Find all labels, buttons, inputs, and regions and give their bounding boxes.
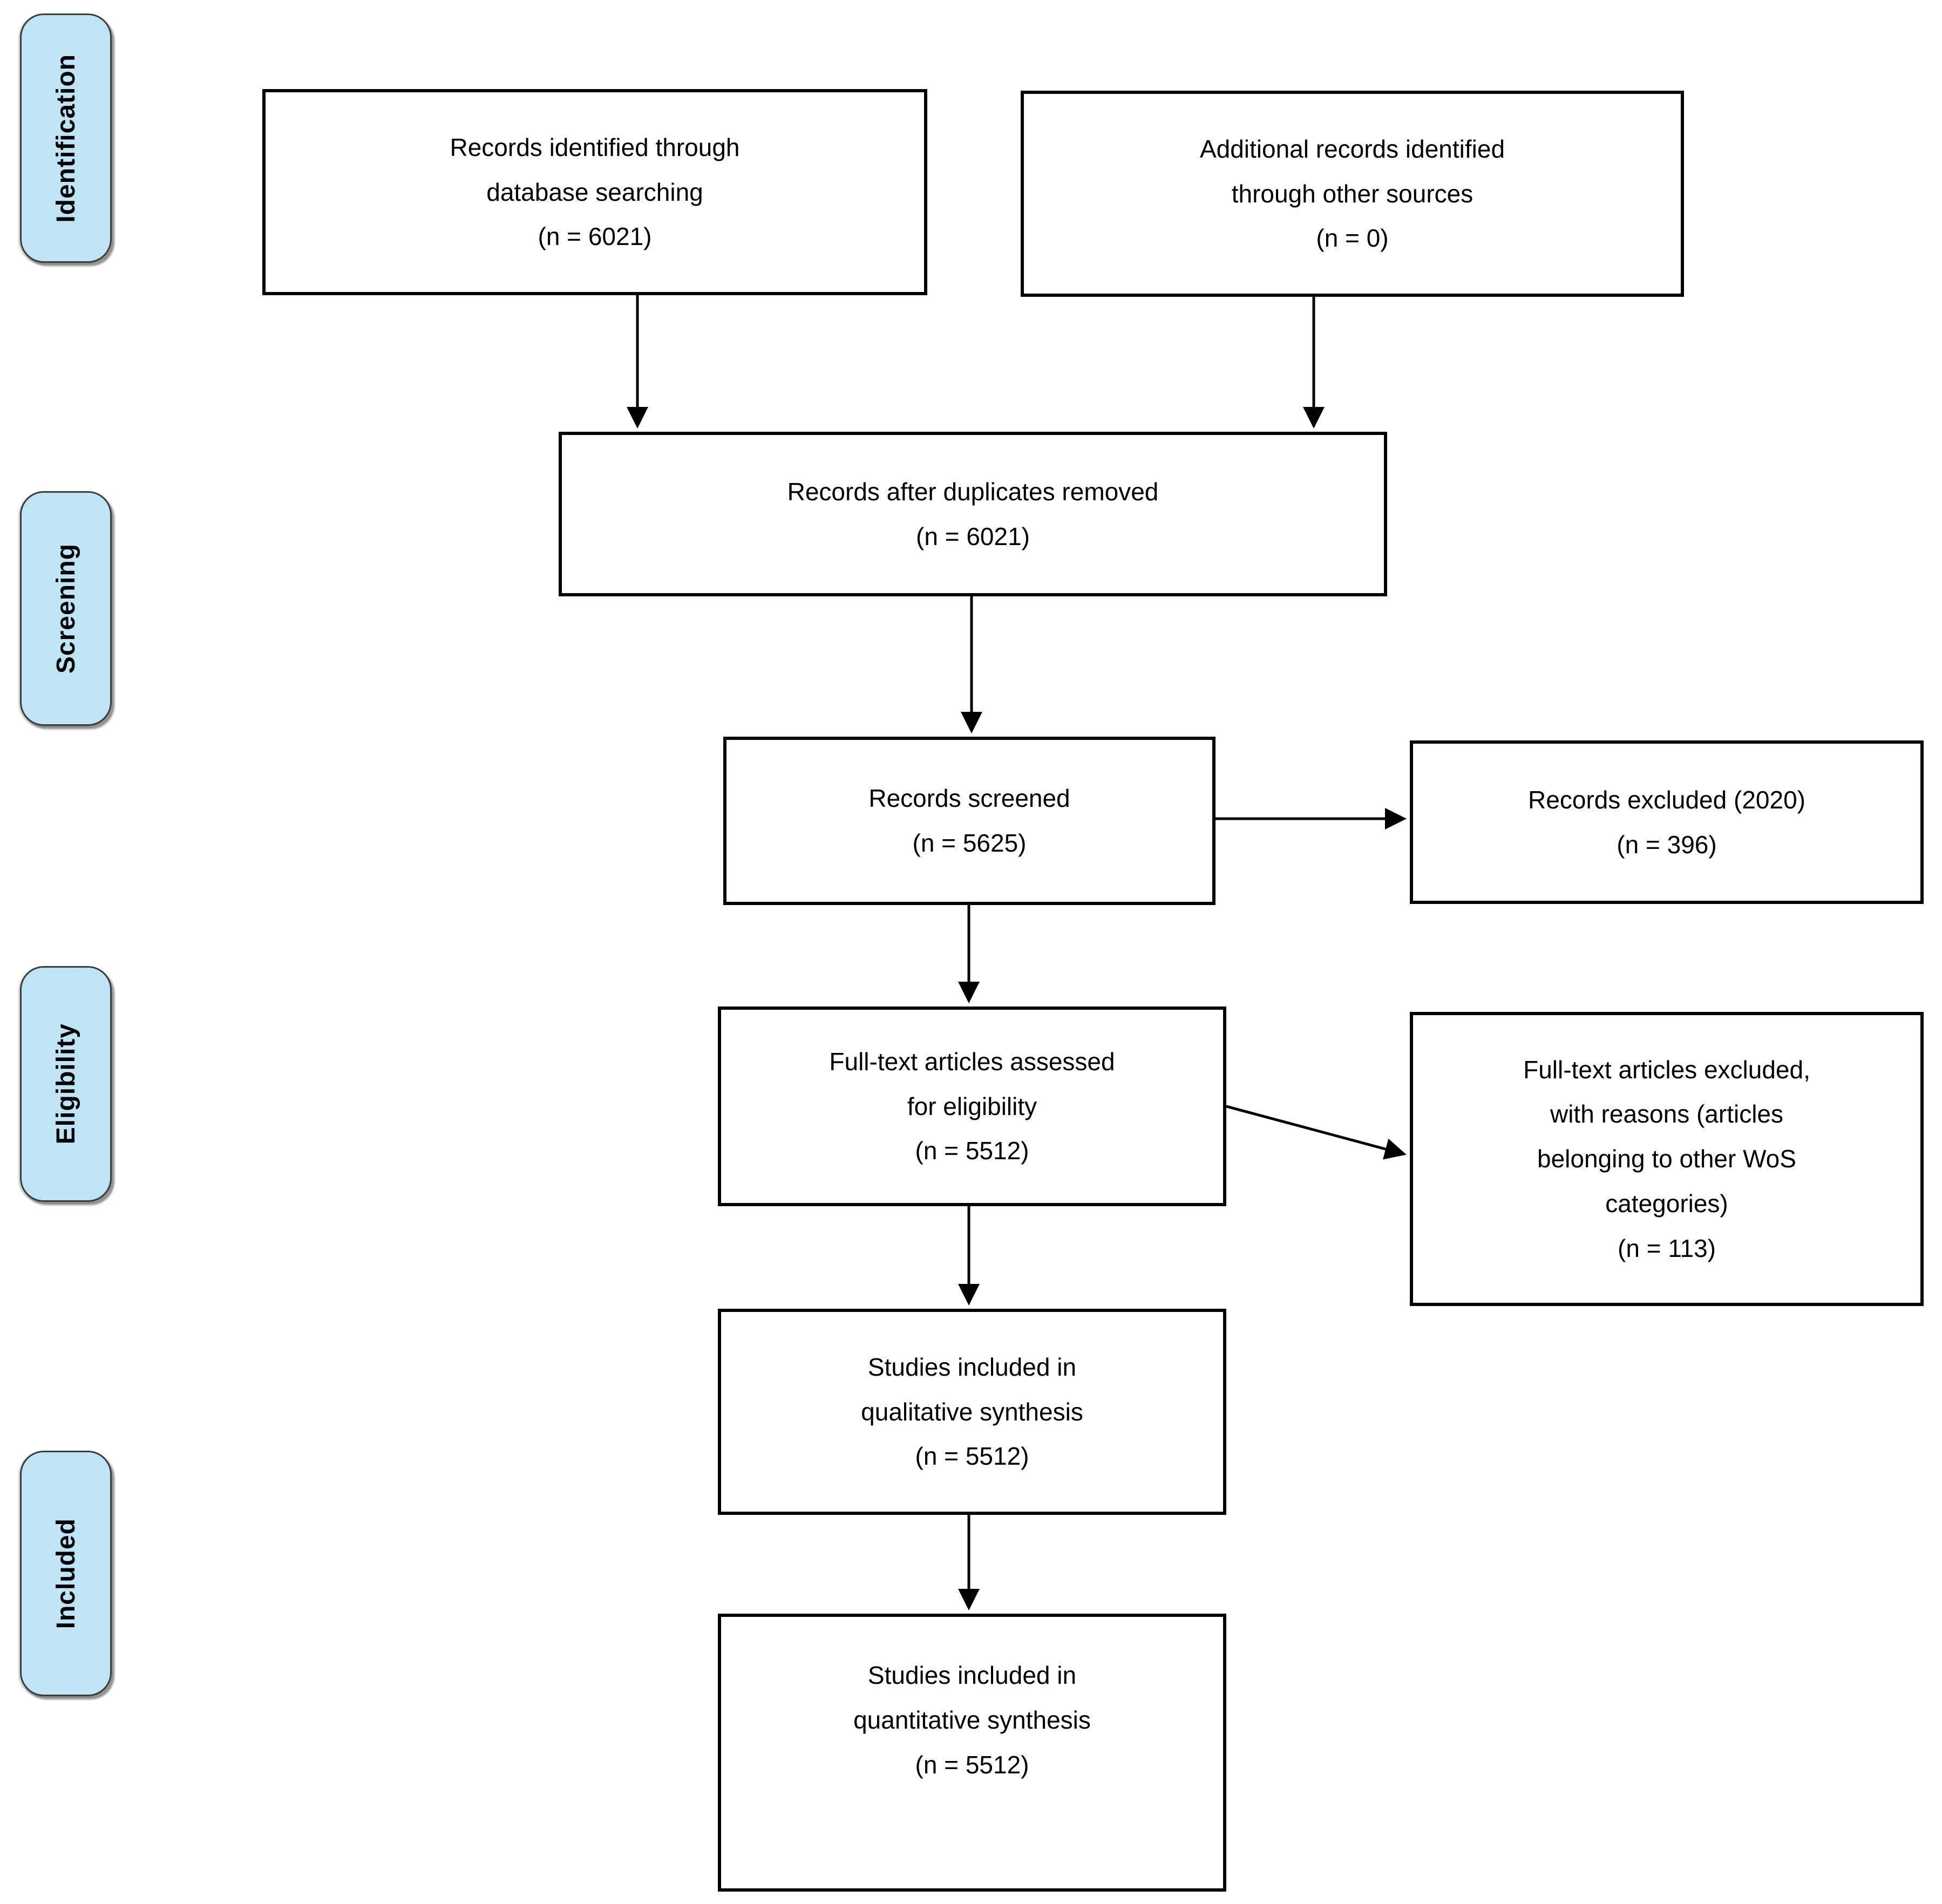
- box-records-identified: Records identified through database sear…: [262, 89, 927, 295]
- stage-included: Included: [20, 1451, 112, 1696]
- stage-eligibility: Eligibility: [20, 966, 112, 1202]
- box-fulltext-assessed: Full-text articles assessed for eligibil…: [718, 1007, 1226, 1206]
- stage-screening-label: Screening: [51, 543, 80, 674]
- arrow-fulltext-to-excluded: [1226, 1105, 1407, 1160]
- box-records-screened: Records screened (n = 5625): [723, 737, 1216, 905]
- box-records-excluded: Records excluded (2020) (n = 396): [1410, 740, 1924, 904]
- box-qualitative-synthesis: Studies included in qualitative synthesi…: [718, 1309, 1226, 1515]
- box-fulltext-excluded: Full-text articles excluded, with reason…: [1410, 1012, 1924, 1306]
- stage-identification-label: Identification: [51, 53, 80, 223]
- stage-screening: Screening: [20, 491, 112, 726]
- box-additional-records: Additional records identified through ot…: [1021, 91, 1684, 297]
- box-quantitative-synthesis: Studies included in quantitative synthes…: [718, 1614, 1226, 1892]
- stage-included-label: Included: [51, 1518, 80, 1629]
- stage-eligibility-label: Eligibility: [51, 1023, 80, 1145]
- box-after-duplicates: Records after duplicates removed (n = 60…: [559, 432, 1387, 596]
- stage-identification: Identification: [20, 13, 112, 263]
